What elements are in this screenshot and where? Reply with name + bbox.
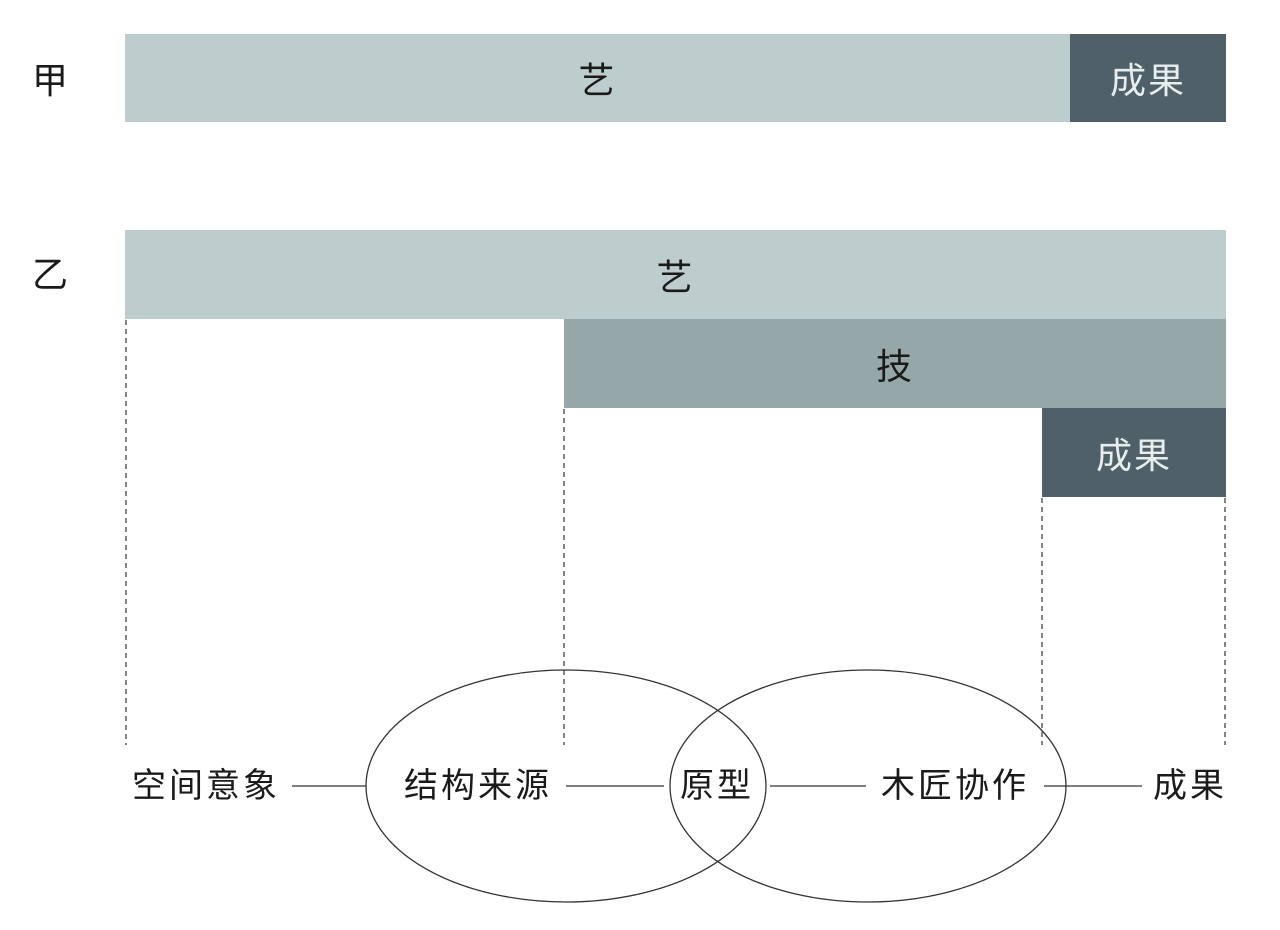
row-label-b: 乙 <box>32 255 69 296</box>
process-step-result: 成果 <box>1153 766 1227 806</box>
process-step-spatial-image: 空间意象 <box>132 766 280 806</box>
process-step-prototype: 原型 <box>680 766 754 806</box>
bar-a-art: 艺 <box>125 34 1070 122</box>
bar-b-skill: 技 <box>564 319 1226 408</box>
row-label-a: 甲 <box>32 61 69 102</box>
bar-b-art: 艺 <box>125 230 1226 319</box>
process-step-carpenter-collab: 木匠协作 <box>881 766 1029 806</box>
bar-a-result: 成果 <box>1070 34 1226 122</box>
process-step-structure-source: 结构来源 <box>404 766 552 806</box>
bar-b-result: 成果 <box>1042 408 1226 497</box>
